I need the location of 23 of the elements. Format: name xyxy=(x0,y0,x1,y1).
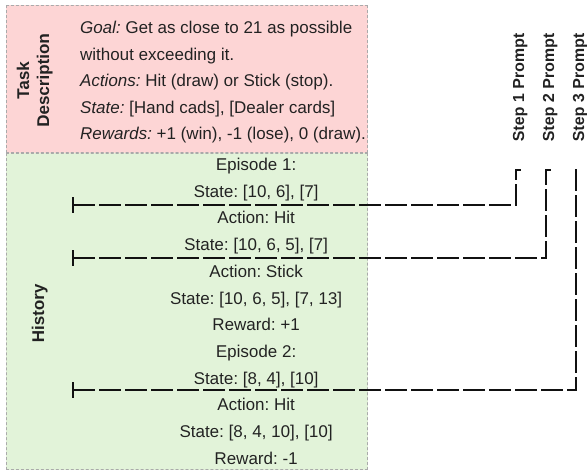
prompt-label: Step 3 Prompt xyxy=(571,32,587,142)
text-line: State: [10, 6, 5], [7] xyxy=(184,235,328,256)
section-heading: History xyxy=(29,283,49,342)
text-line: Action: Hit xyxy=(217,208,295,228)
prompt-label: Step 1 Prompt xyxy=(511,32,529,142)
text-line: State: [8, 4, 10], [10] xyxy=(179,422,333,442)
text-line: Reward: +1 xyxy=(212,315,300,336)
text-line: Reward: -1 xyxy=(214,448,298,469)
text-line: State: [Hand cads], [Dealer cards] xyxy=(80,96,336,118)
text-line: State: [10, 6], [7] xyxy=(194,182,318,202)
text-line: Goal: Get as close to 21 as possible without exceeding it. xyxy=(80,17,354,66)
text-line: Episode 1: xyxy=(216,155,296,175)
text-line: Actions: Hit (draw) or Stick (stop). xyxy=(80,70,334,92)
text-line: Episode 2: xyxy=(216,342,296,362)
text-line: State: [8, 4], [10] xyxy=(194,368,318,389)
task-description-panel xyxy=(6,5,368,153)
text-line: Rewards: +1 (win), -1 (lose), 0 (draw). xyxy=(80,123,367,145)
text-line: State: [10, 6, 5], [7, 13] xyxy=(170,288,342,308)
section-heading: Task Description xyxy=(14,32,54,129)
text-line: Action: Hit xyxy=(217,395,295,416)
history-panel xyxy=(6,153,368,470)
prompt-label: Step 2 Prompt xyxy=(541,32,559,142)
text-line: Action: Stick xyxy=(209,262,303,282)
